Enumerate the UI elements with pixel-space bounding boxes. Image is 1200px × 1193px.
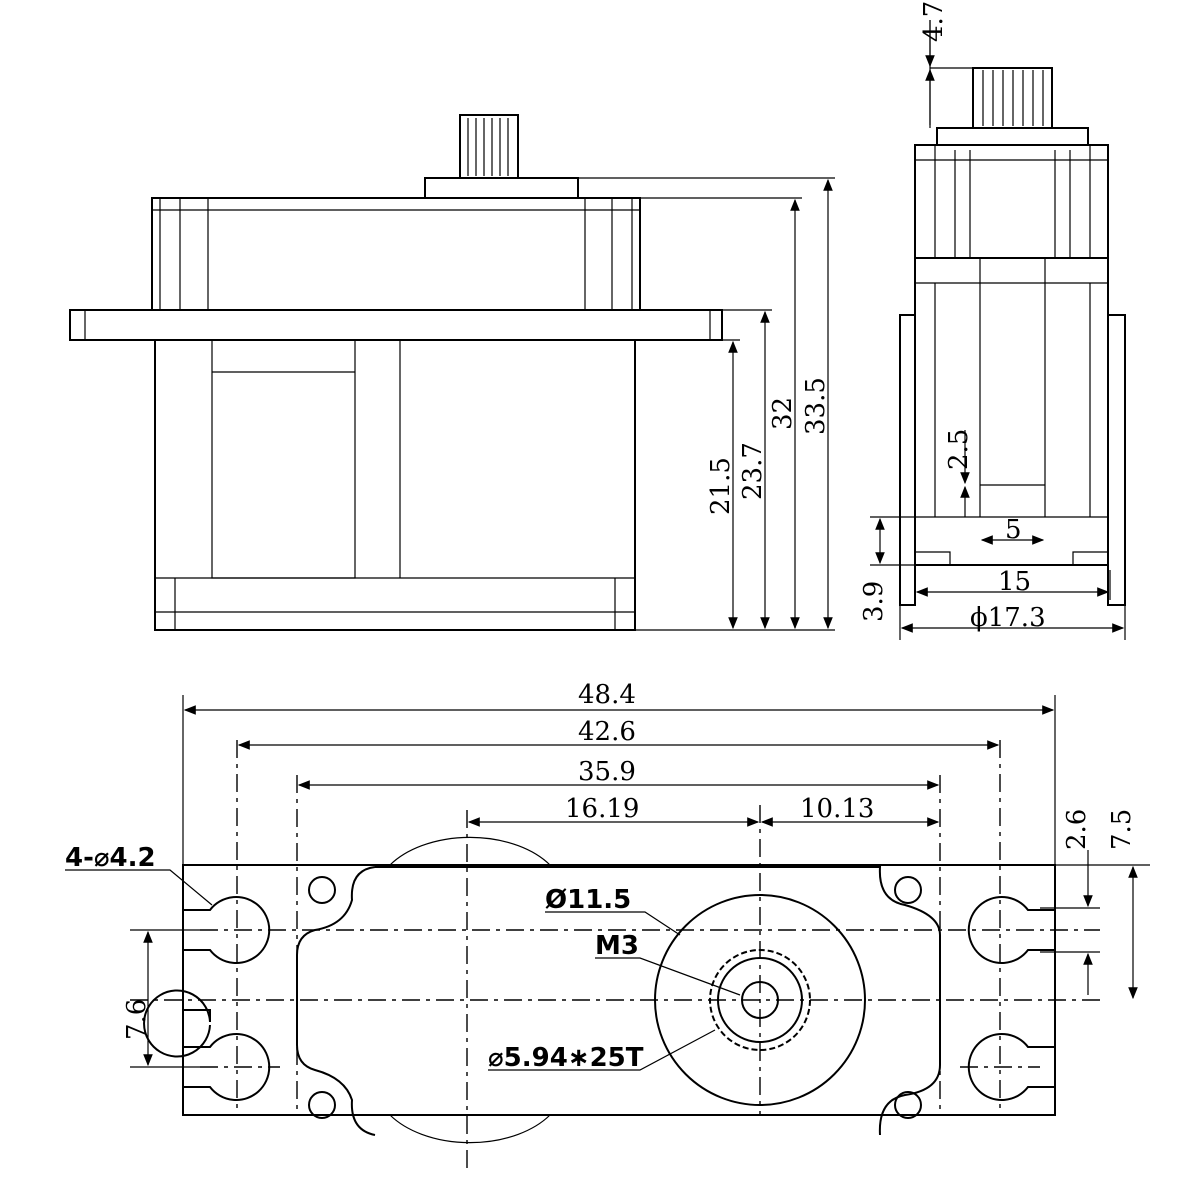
output-spline [459, 114, 519, 179]
mounting-flange [69, 309, 723, 341]
front-view: 21.5 23.7 32 33.5 [69, 114, 835, 631]
bottom-view: 48.4 42.6 35.9 16.19 10.13 2.6 7.5 7.6 4… [65, 680, 1150, 1170]
callout-mount-holes: 4-⌀4.2 [65, 843, 156, 873]
dim-33-5: 33.5 [801, 377, 831, 435]
side-view: 4.7 2.5 5 3.9 15 ϕ17.3 [859, 1, 1126, 640]
dim-35-9: 35.9 [578, 757, 636, 787]
dim-7-5: 7.5 [1107, 809, 1137, 850]
callout-spline: ⌀5.94∗25T [488, 1043, 644, 1073]
dim-16-19: 16.19 [565, 794, 639, 824]
dim-2-5: 2.5 [944, 429, 974, 470]
dim-23-7: 23.7 [738, 442, 768, 500]
dim-48-4: 48.4 [578, 680, 636, 710]
callout-horn-diameter: Ø11.5 [545, 885, 631, 915]
dim-5: 5 [1005, 515, 1022, 545]
dim-4-7: 4.7 [919, 1, 949, 42]
lower-case [154, 339, 636, 631]
dim-32: 32 [768, 397, 798, 430]
horn-base [424, 177, 579, 199]
dim-21-5: 21.5 [706, 457, 736, 515]
dim-42-6: 42.6 [578, 717, 636, 747]
side-top-case [914, 144, 1109, 259]
callout-screw: M3 [595, 931, 639, 961]
dim-2-6: 2.6 [1062, 809, 1092, 850]
top-case [151, 197, 641, 311]
dim-3-9: 3.9 [859, 581, 889, 622]
dim-10-13: 10.13 [800, 794, 874, 824]
screw-holes [308, 876, 922, 1119]
dim-15: 15 [998, 567, 1031, 597]
dim-17-3: ϕ17.3 [970, 603, 1046, 633]
dim-7-6: 7.6 [122, 999, 152, 1040]
